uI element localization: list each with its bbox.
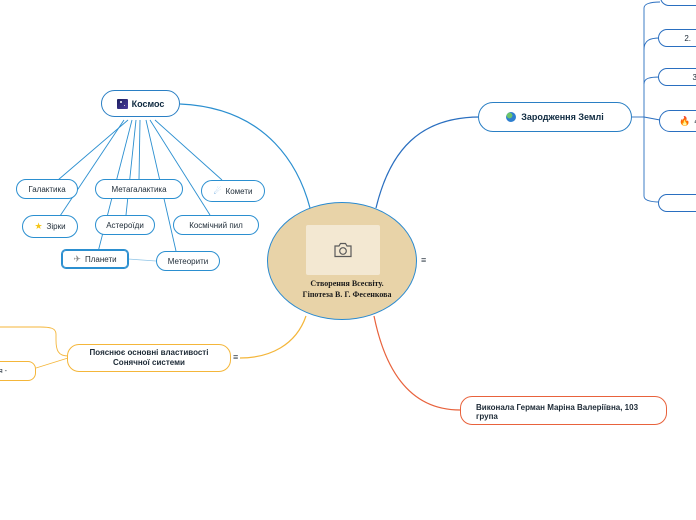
node-metagalaktyka-label: Метагалактика: [111, 184, 167, 194]
node-earth-item4-label: 4.: [694, 117, 696, 126]
central-title: Створення Всесвіту. Гіпотеза В. Г. Фесен…: [268, 278, 416, 300]
node-earth-item3-label: 3: [692, 72, 696, 82]
node-properties-sub[interactable]: я -: [0, 361, 36, 381]
topic-author-line2: група: [476, 412, 498, 421]
central-topic[interactable]: Створення Всесвіту. Гіпотеза В. Г. Фесен…: [267, 202, 417, 320]
link-kosmos-zirky: [59, 119, 125, 217]
node-earth-top[interactable]: [660, 0, 696, 6]
link-central-earth: [375, 116, 481, 209]
topic-earth[interactable]: Зародження Землі: [478, 102, 632, 132]
link-properties-sub1: [0, 326, 69, 357]
node-kosmichnyi-pyl[interactable]: Космічний пил: [173, 215, 259, 235]
link-kosmos-asteroidy: [125, 119, 137, 216]
node-earth-item4[interactable]: 🔥 4.: [659, 110, 696, 132]
topic-kosmos-label: Космос: [131, 98, 165, 109]
link-central-author: [373, 315, 461, 411]
topic-earth-label: Зародження Землі: [521, 112, 604, 122]
node-komety-label: Комети: [225, 186, 253, 196]
node-zirky[interactable]: ★ Зірки: [22, 215, 78, 238]
node-earth-item2-label: 2.: [684, 33, 691, 43]
node-metagalaktyka[interactable]: Метагалактика: [95, 179, 183, 199]
link-central-kosmos: [179, 103, 311, 209]
planet-icon: ✈: [73, 253, 81, 264]
node-meteoryty-label: Метеорити: [167, 256, 209, 266]
topic-kosmos[interactable]: Космос: [101, 90, 180, 117]
comet-icon: ☄: [213, 185, 222, 196]
link-earth-bottom: [643, 117, 661, 203]
globe-icon: [506, 112, 517, 122]
link-planety-meteoryty: [127, 258, 157, 262]
node-asteroidy[interactable]: Астероїди: [95, 215, 155, 235]
link-kosmos-kosmichnyi-pyl: [149, 119, 211, 216]
link-earth-top: [643, 1, 661, 117]
image-placeholder: [306, 225, 380, 275]
node-planety-label: Планети: [84, 254, 117, 264]
node-komety[interactable]: ☄ Комети: [201, 180, 265, 202]
topic-properties[interactable]: Пояснює основні властивості Сонячної сис…: [67, 344, 231, 372]
node-earth-bottom[interactable]: [658, 194, 696, 212]
topic-author-line1: Виконала Герман Маріна Валеріївна, 103: [476, 403, 639, 412]
properties-notes-icon[interactable]: ≡: [233, 352, 239, 362]
central-title-line2: Гіпотеза В. Г. Фесенкова: [302, 290, 392, 299]
node-asteroidy-label: Астероїди: [106, 220, 144, 230]
camera-icon: [334, 242, 352, 258]
space-icon: [116, 98, 128, 109]
node-earth-item2[interactable]: 2.: [658, 29, 696, 47]
topic-author[interactable]: Виконала Герман Маріна Валеріївна, 103 г…: [460, 396, 667, 425]
node-earth-item3[interactable]: 3: [658, 68, 696, 86]
node-properties-sub-label: я -: [0, 367, 7, 375]
link-kosmos-metagalaktyka: [138, 119, 141, 181]
link-earth-item4: [643, 116, 661, 121]
central-title-line1: Створення Всесвіту.: [310, 279, 384, 288]
node-planety[interactable]: ✈ Планети: [61, 249, 129, 269]
star-icon: ★: [34, 221, 43, 231]
node-meteoryty[interactable]: Метеорити: [156, 251, 220, 271]
node-kosmichnyi-pyl-label: Космічний пил: [189, 220, 243, 230]
fire-icon: 🔥: [679, 115, 691, 126]
topic-properties-line2: Сонячної системи: [113, 358, 185, 367]
node-zirky-label: Зірки: [46, 222, 66, 231]
link-properties-sub2: [35, 357, 69, 369]
link-kosmos-galaktyka: [57, 119, 129, 181]
link-kosmos-komety: [154, 119, 223, 181]
node-galaktyka-label: Галактика: [28, 184, 66, 194]
link-central-properties: [239, 315, 307, 359]
topic-properties-line1: Пояснює основні властивості: [89, 348, 209, 357]
notes-icon[interactable]: ≡: [421, 255, 427, 265]
node-galaktyka[interactable]: Галактика: [16, 179, 78, 199]
